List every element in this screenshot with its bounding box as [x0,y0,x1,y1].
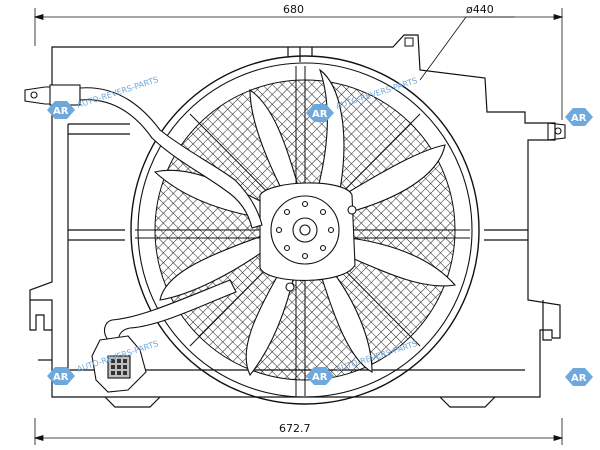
watermark-logo-text-4: AR [53,372,69,383]
motor-hub [259,182,357,292]
watermark-logo-text-1: AR [53,106,69,117]
watermark-6: AR [565,368,593,386]
diameter-leader [419,16,515,81]
top-hook [404,37,414,47]
bottom-width-label: 672.7 [279,422,311,435]
fan-blades [153,68,457,377]
bottom-dimension [33,418,564,445]
top-width-label: 680 [283,3,304,16]
watermark-3: AR [565,108,593,126]
watermark-logo-5 [306,367,334,385]
watermark-logo-4 [47,367,75,385]
watermark-logo-2 [306,104,334,122]
watermark-logo-6 [565,368,593,386]
watermark-logo-text-2: AR [312,109,328,120]
watermark-logo-text-3: AR [571,113,587,124]
watermark-logo-1 [47,101,75,119]
right-mounting-tab [547,122,566,141]
watermark-logo-text-5: AR [312,372,328,383]
wiring-harness-lower [91,279,237,393]
watermark-logo-3 [565,108,593,126]
fan-diameter-label: ø440 [466,3,494,16]
wiring-harness-upper [49,84,263,229]
watermark-logo-text-6: AR [571,373,587,384]
